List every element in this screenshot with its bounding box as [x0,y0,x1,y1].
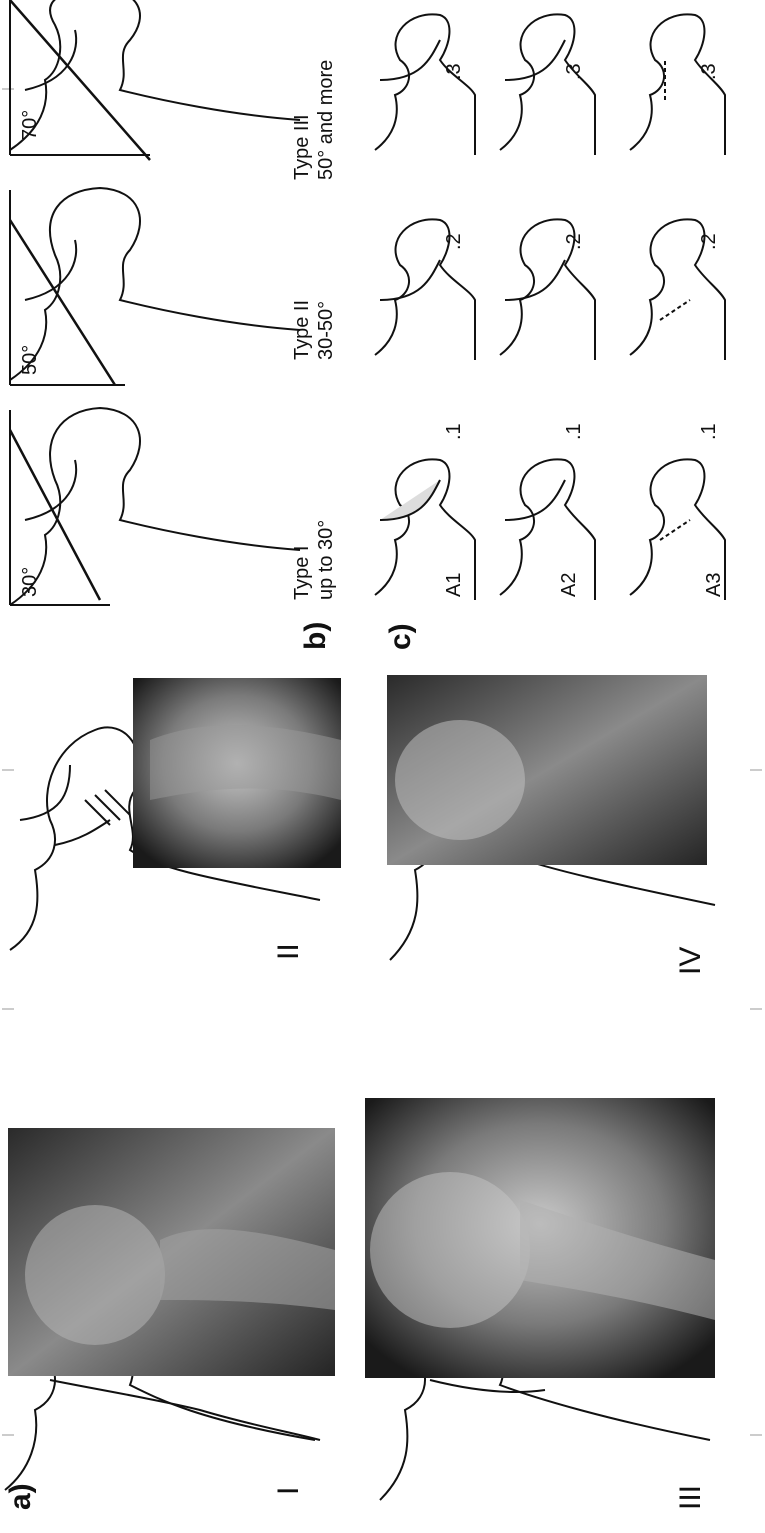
pauwels-type-1-line1: Type I [291,546,313,600]
ao-a2-3 [500,14,595,155]
pauwels-angle-2: 50° [19,345,41,375]
ao-a1-2-subtype: .2 [443,233,465,250]
ao-a1-3 [375,14,475,155]
ao-a1-3-subtype: .3 [443,63,465,80]
ao-row-label-a3: A3 [703,573,725,597]
ao-a3-3-subtype: .3 [698,63,720,80]
pauwels-diagram-1 [10,408,300,605]
garden-label-ii: II [272,943,305,960]
garden-label-iii: III [674,1485,707,1510]
pauwels-type-3-line1: Type III [291,114,313,180]
panel-label-b: b) [299,622,332,650]
pauwels-angle-1: 30° [19,567,41,597]
ao-row-label-a1: A1 [443,573,465,597]
ao-row-label-a2: A2 [558,573,580,597]
panel-label-c: c) [384,623,417,650]
xray-image-4 [387,675,707,865]
pauwels-diagram-2 [10,188,300,385]
pauwels-type-1-line2: up to 30° [315,520,337,600]
pauwels-diagram-3 [10,0,300,160]
ao-a2-2-subtype: .2 [563,233,585,250]
ao-a3-3 [630,14,725,155]
pauwels-type-2-line1: Type II [291,300,313,360]
garden-label-i: I [272,1487,305,1495]
pauwels-type-2-line2: 30-50° [315,301,337,360]
ao-a1-1-subtype: .1 [443,423,465,440]
pauwels-angle-3: 70° [19,110,41,140]
ao-a2-1-subtype: .1 [563,423,585,440]
pauwels-type-3-line2: 50° and more [315,60,337,180]
ao-a2-3-subtype: .3 [563,63,585,80]
ao-a3-2-subtype: .2 [698,233,720,250]
ao-a2-1 [500,459,595,600]
xray-image-2 [133,678,341,868]
xray-image-3 [365,1098,715,1378]
garden-label-iv: IV [674,947,707,975]
ao-a3-1-subtype: .1 [698,423,720,440]
xray-image-1 [8,1128,335,1376]
